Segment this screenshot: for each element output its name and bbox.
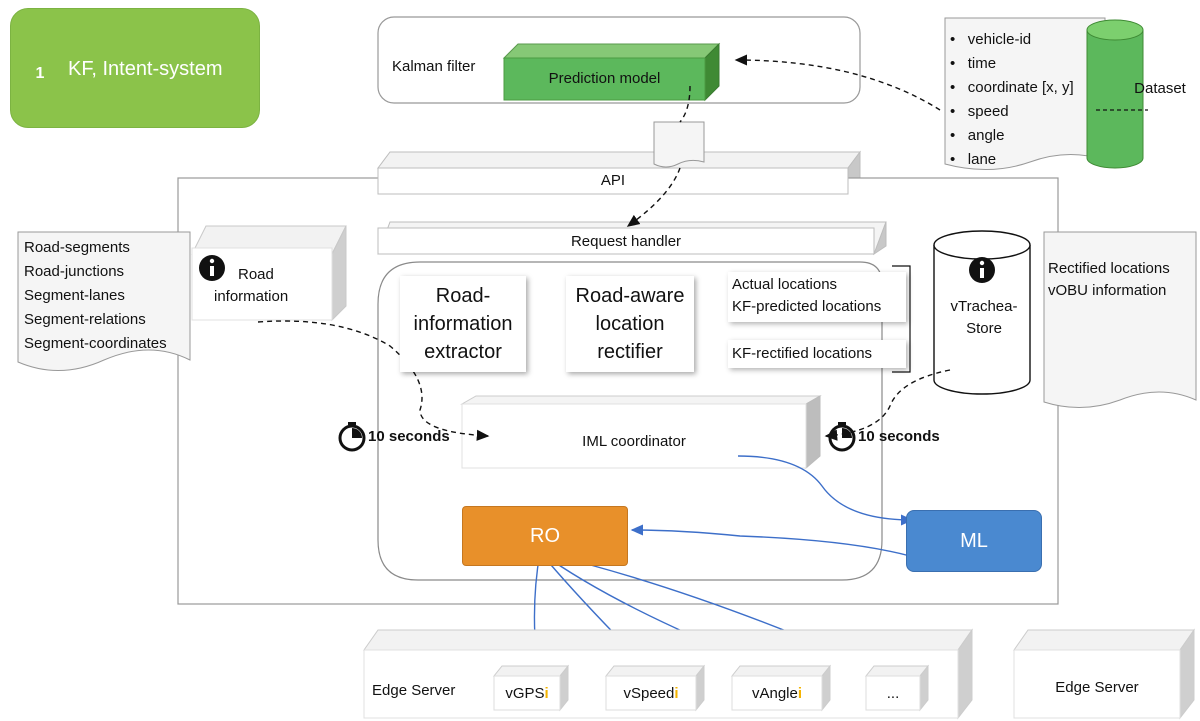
extractor-line-1: Road- — [435, 285, 491, 307]
api-label: API — [600, 172, 626, 189]
ro-box: RO — [462, 506, 628, 566]
ml-label: ML — [960, 529, 988, 552]
location-card-rectified: KF-rectified locations — [728, 340, 906, 368]
step-badge — [10, 8, 260, 128]
store-line-2: Store — [966, 320, 1002, 337]
store-line-1: vTrachea- — [950, 298, 1018, 315]
road-information-extractor: Road- information extractor — [400, 276, 526, 372]
road-doc-item: Segment-coordinates — [24, 335, 167, 352]
road-doc-list: Road-segments Road-junctions Segment-lan… — [24, 236, 194, 356]
step-label: KF, Intent-system — [68, 58, 223, 80]
road-aware-location-rectifier: Road-aware location rectifier — [566, 276, 694, 372]
kalman-filter-label: Kalman filter — [392, 58, 476, 75]
ro-label: RO — [530, 524, 560, 547]
dataset-field: • speed — [950, 103, 1009, 120]
vtrachea-store-label: vTrachea- Store — [944, 296, 1024, 340]
road-doc-item: Segment-relations — [24, 311, 146, 328]
location-actual: Actual locations — [732, 276, 838, 293]
rectifier-line-3: rectifier — [597, 341, 663, 363]
extractor-line-3: extractor — [424, 341, 502, 363]
timer-right-label: 10 seconds — [858, 428, 940, 445]
extractor-line-2: information — [413, 313, 513, 335]
service-name: vAngle — [751, 685, 798, 702]
service-name: vSpeed — [623, 685, 675, 702]
rectified-doc-shape — [1043, 231, 1197, 409]
road-doc-shape — [17, 231, 191, 371]
info-mark-icon: i — [797, 685, 803, 702]
rectified-doc-item: Rectified locations — [1048, 260, 1170, 277]
prediction-model-label: Prediction model — [548, 70, 661, 87]
dataset-field: • time — [950, 55, 997, 72]
rectifier-line-2: location — [595, 313, 665, 335]
road-info-label-1: Road — [238, 266, 274, 283]
vtrachea-store-cylinder — [933, 230, 1031, 260]
location-kf-rectified: KF-rectified locations — [732, 345, 873, 362]
iml-coordinator-label: IML coordinator — [582, 433, 686, 450]
dataset-field: • lane — [950, 151, 997, 168]
info-icon-road — [199, 255, 225, 281]
road-info-label-2: information — [214, 288, 289, 305]
request-handler-box — [377, 227, 875, 255]
rectified-doc-item: vOBU information — [1048, 282, 1167, 299]
timer-icon-left — [338, 422, 366, 452]
dataset-label: Dataset — [1134, 80, 1186, 97]
rectified-doc-list: Rectified locations vOBU information — [1048, 258, 1198, 302]
ml-box: ML — [906, 510, 1042, 572]
edge-server-right-label: Edge Server — [1055, 679, 1139, 696]
dataset-field: • angle — [950, 127, 1005, 144]
road-doc-item: Road-junctions — [24, 263, 125, 280]
info-mark-icon: i — [544, 685, 549, 702]
road-doc-item: Road-segments — [24, 239, 130, 256]
prediction-model-box — [503, 57, 706, 101]
service-name: vGPS — [505, 685, 545, 702]
location-kf-predicted: KF-predicted locations — [732, 298, 882, 315]
timer-icon-right — [828, 422, 856, 452]
info-icon-store — [969, 257, 995, 283]
iml-coordinator-box — [461, 403, 807, 469]
dataset-field-list: • vehicle-id • time • coordinate [x, y] … — [950, 28, 1084, 172]
edge-server-right — [1013, 649, 1181, 719]
service-more: ... — [866, 680, 920, 708]
service-name: ... — [886, 685, 900, 702]
location-card-actual-predicted: Actual locations KF-predicted locations — [728, 272, 906, 322]
info-mark-icon: i — [674, 685, 679, 702]
road-doc-item: Segment-lanes — [24, 287, 125, 304]
rectifier-line-1: Road-aware — [575, 285, 685, 307]
dataset-field: • coordinate [x, y] — [950, 79, 1074, 96]
step-number: 1 — [35, 65, 45, 82]
timer-left-label: 10 seconds — [368, 428, 450, 445]
request-handler-label: Request handler — [570, 233, 682, 250]
service-cubes — [492, 664, 930, 712]
dataset-field: • vehicle-id — [950, 31, 1032, 48]
edge-server-left-label: Edge Server — [372, 682, 456, 699]
